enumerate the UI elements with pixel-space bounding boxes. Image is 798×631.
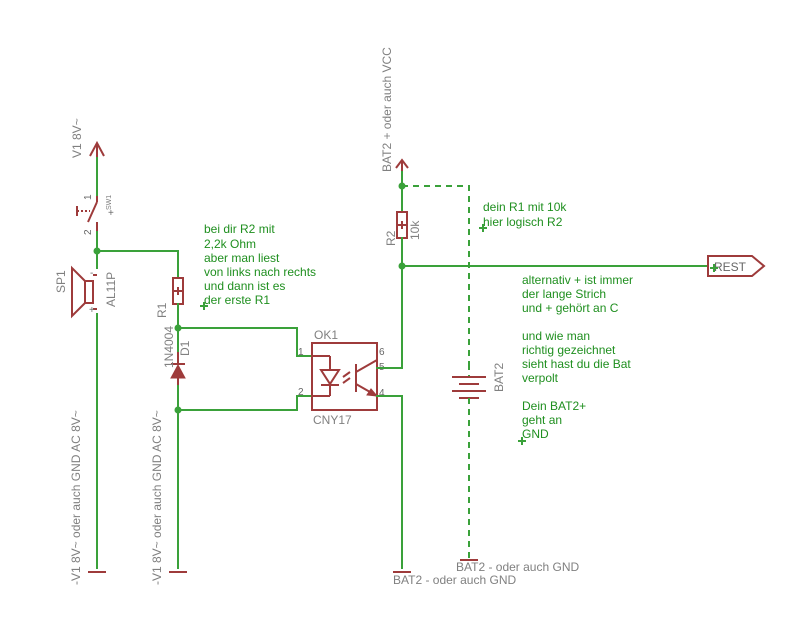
note-line: GND [522, 427, 549, 441]
rest-port: REST [707, 255, 766, 277]
r1-d1-branch [169, 277, 313, 573]
v1-plus-label: V1 8V~ [70, 118, 84, 158]
d1-type-label: 1N4004 [162, 326, 176, 368]
note-gnd: Dein BAT2+ geht an GND [518, 399, 586, 445]
v1-supply-branch: 1 2 SW1 + - + [71, 140, 179, 573]
cny17-label: CNY17 [313, 413, 352, 427]
bat2-plus-label: BAT2 + oder auch VCC [380, 47, 394, 172]
speaker-icon [71, 265, 97, 319]
r1-label: R1 [155, 302, 169, 318]
note-line: alternativ + ist immer [522, 273, 633, 287]
switch-tiny-label: SW1 [106, 195, 113, 210]
note-line: und + gehört an C [522, 301, 619, 315]
vcc-supply-arrow-icon [395, 158, 409, 172]
switch-sw [76, 196, 98, 232]
v1-supply-arrow-icon [89, 140, 105, 158]
wire-dashed-bat-plus [402, 185, 470, 364]
optocoupler-ok1 [311, 342, 379, 411]
note-line: 2,2k Ohm [204, 237, 256, 251]
battery-bat2 [452, 364, 486, 561]
pin2-label: 2 [298, 387, 304, 398]
bat2-label: BAT2 [492, 363, 506, 392]
r2-value-label: 10k [408, 220, 422, 240]
sp1-label: SP1 [54, 270, 68, 293]
note-battery: und wie man richtig gezeichnet sieht has… [522, 329, 631, 385]
note-line: bei dir R2 mit [204, 222, 275, 236]
note-line: der erste R1 [204, 293, 270, 307]
speaker-plus-label: + [89, 305, 95, 316]
gnd-left2-label: -V1 8V~ oder auch GND AC 8V~ [150, 410, 164, 585]
note-line: richtig gezeichnet [522, 343, 616, 357]
note-r2: bei dir R2 mit 2,2k Ohm aber man liest v… [200, 222, 316, 310]
gnd-mid-label: BAT2 - oder auch GND [393, 573, 516, 587]
note-line: hier logisch R2 [483, 215, 563, 229]
gnd-left1-label: -V1 8V~ oder auch GND AC 8V~ [69, 410, 83, 585]
note-line: sieht hast du die Bat [522, 357, 631, 371]
note-line: dein R1 mit 10k [483, 200, 567, 214]
wire-to-pin1 [177, 327, 313, 357]
note-r1: dein R1 mit 10k hier logisch R2 [479, 200, 567, 232]
al11p-label: AL11P [104, 272, 118, 307]
ok1-label: OK1 [314, 328, 338, 342]
pin1-label: 1 [298, 347, 304, 358]
rest-label: REST [714, 260, 747, 274]
note-line: aber man liest [204, 251, 280, 265]
note-line: Dein BAT2+ [522, 399, 586, 413]
rest-port-icon [707, 255, 766, 277]
wire-pin4 [376, 395, 403, 569]
note-line: der lange Strich [522, 287, 606, 301]
switch-pin1-label: 1 [83, 194, 94, 200]
gnd-right-label: BAT2 - oder auch GND [456, 560, 579, 574]
note-line: verpolt [522, 371, 559, 385]
diode-d1-icon [170, 352, 186, 386]
d1-label: D1 [178, 340, 192, 356]
wire-to-pin2 [177, 395, 313, 411]
note-polarity: alternativ + ist immer der lange Strich … [522, 264, 718, 315]
pin6-label: 6 [379, 347, 385, 358]
vcc-branch [376, 158, 709, 573]
pin4-label: 4 [379, 388, 385, 399]
r2-label: R2 [384, 230, 398, 246]
switch-pin2-label: 2 [83, 229, 94, 235]
switch-plus-label: + [108, 208, 114, 219]
note-line: geht an [522, 413, 562, 427]
note-line: und dann ist es [204, 279, 285, 293]
optocoupler-body-icon [311, 342, 378, 411]
speaker-minus-label: - [90, 268, 93, 279]
note-line: und wie man [522, 329, 590, 343]
note-line: von links nach rechts [204, 265, 316, 279]
